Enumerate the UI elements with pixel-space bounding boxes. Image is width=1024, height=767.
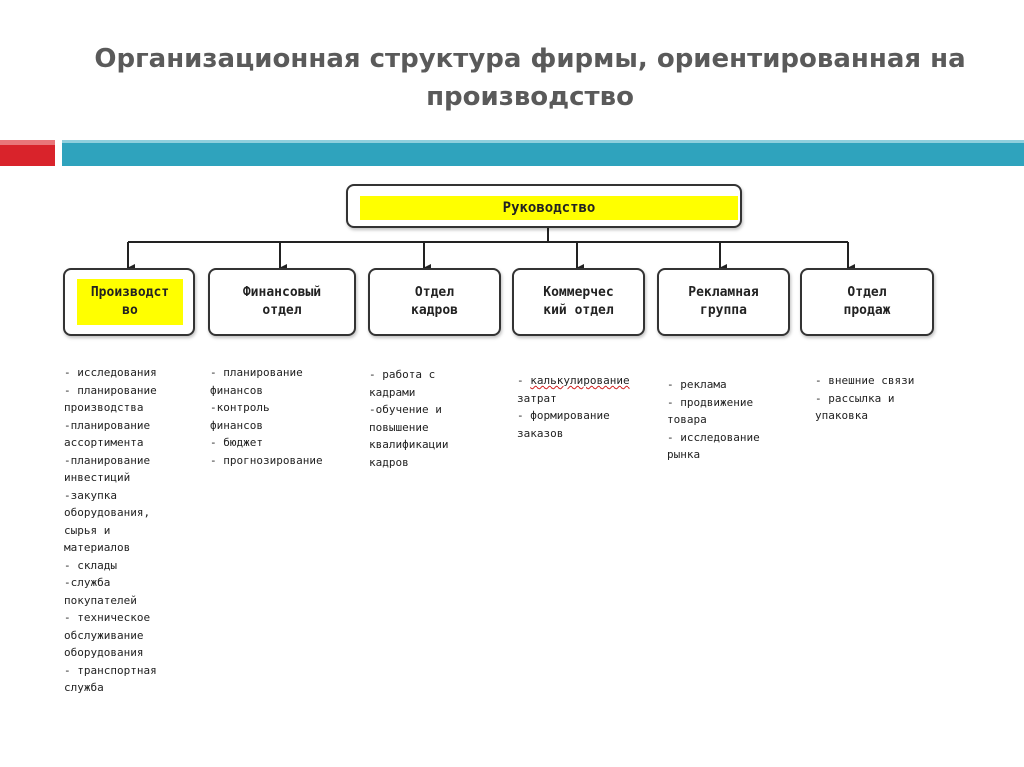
- task-item: -контроль: [210, 401, 270, 414]
- task-item: оборудования,: [64, 506, 151, 519]
- department-label-sales: Отдел продаж: [844, 284, 891, 320]
- task-item: - склады: [64, 558, 117, 572]
- task-item: кадрами: [369, 385, 416, 399]
- task-item: -планирование: [64, 418, 151, 432]
- task-item: - планирование: [210, 366, 303, 379]
- department-label-line: продаж: [843, 303, 891, 318]
- task-item: служба: [64, 681, 104, 694]
- task-item: рынка: [667, 448, 701, 461]
- department-label-line: группа: [700, 303, 747, 318]
- task-item: - бюджет: [210, 436, 263, 449]
- department-box-advertising: Рекламная группа: [657, 268, 790, 336]
- department-box-sales: Отдел продаж: [800, 268, 934, 336]
- task-item: -обучение и: [369, 403, 442, 416]
- task-item: - рассылка и: [815, 391, 895, 405]
- accent-band-red-light: [0, 140, 55, 146]
- accent-band-teal-light: [62, 140, 1024, 145]
- task-item: - техническое: [64, 611, 151, 624]
- department-label-commercial: Коммерчес кий отдел: [543, 284, 613, 320]
- department-box-commercial: Коммерчес кий отдел: [512, 268, 645, 336]
- task-item: -закупка: [64, 488, 117, 502]
- task-item: финансов: [210, 418, 263, 432]
- department-label-line: во: [122, 303, 138, 318]
- department-label-line: кадров: [411, 303, 458, 318]
- department-box-production: Производст во: [63, 268, 195, 336]
- department-label-line: Отдел: [847, 285, 887, 300]
- task-item: повышение: [369, 420, 429, 434]
- task-item: заказов: [517, 426, 564, 440]
- department-box-hr: Отдел кадров: [368, 268, 501, 336]
- accent-band-teal: [62, 143, 1024, 166]
- task-item: - реклама: [667, 378, 727, 391]
- task-item: обслуживание: [64, 628, 144, 642]
- task-item: - внешние связи: [815, 374, 915, 387]
- department-label-production: Производст во: [77, 279, 183, 325]
- task-item: квалификации: [369, 438, 449, 451]
- department-label-advertising: Рекламная группа: [688, 284, 758, 320]
- department-label-line: кий отдел: [543, 303, 614, 318]
- task-list-advertising: - реклама - продвижение товара - исследован…: [667, 376, 797, 464]
- task-item: упаковка: [815, 409, 868, 422]
- department-box-finance: Финансовый отдел: [208, 268, 356, 336]
- department-label-hr: Отдел кадров: [411, 284, 458, 320]
- task-item: производства: [64, 401, 144, 414]
- task-item: инвестиций: [64, 471, 131, 484]
- task-item: оборудования: [64, 646, 144, 659]
- department-label-line: Финансовый: [242, 285, 322, 300]
- task-item: затрат: [517, 391, 557, 405]
- task-item: материалов: [64, 541, 131, 554]
- task-item: кадров: [369, 455, 409, 469]
- department-label-finance: Финансовый отдел: [243, 284, 321, 320]
- department-label-line: Коммерчес: [543, 285, 614, 300]
- management-label: Руководство: [360, 196, 738, 220]
- task-list-finance: - планирование финансов -контроль финансов -…: [210, 364, 350, 469]
- task-item: - прогнозирование: [210, 453, 323, 467]
- task-item: финансов: [210, 383, 263, 397]
- task-item: - транспортная: [64, 663, 157, 677]
- task-item: -планирование: [64, 453, 151, 467]
- task-item: сырья и: [64, 523, 111, 537]
- task-item: - исследования: [64, 366, 157, 379]
- management-box: Руководство: [346, 184, 742, 228]
- task-item: - исследование: [667, 430, 760, 444]
- task-item: покупателей: [64, 593, 137, 607]
- task-list-hr: - работа с кадрами -обучение и повышение ква…: [369, 366, 499, 471]
- task-item: -служба: [64, 576, 111, 589]
- task-list-sales: - внешние связи - рассылка и упаковка: [815, 372, 945, 425]
- department-label-line: Отдел: [414, 285, 455, 300]
- department-label-line: отдел: [262, 303, 302, 318]
- task-list-production: - исследования - планирование производства…: [64, 364, 204, 697]
- task-list-commercial: - калькулирование затрат - формирование зак…: [517, 372, 657, 442]
- department-label-line: Рекламная: [688, 285, 759, 300]
- accent-band-red: [0, 145, 55, 166]
- task-item: - формирование: [517, 409, 610, 422]
- task-item: - продвижение: [667, 395, 754, 409]
- task-item: - работа с: [369, 368, 436, 381]
- task-item: товара: [667, 413, 707, 426]
- slide-title: Организационная структура фирмы, ориенти…: [94, 44, 966, 112]
- department-label-line: Производст: [90, 285, 170, 300]
- task-item: ассортимента: [64, 436, 144, 449]
- task-item: - планирование: [64, 383, 157, 397]
- task-item: - калькулирование: [517, 374, 630, 387]
